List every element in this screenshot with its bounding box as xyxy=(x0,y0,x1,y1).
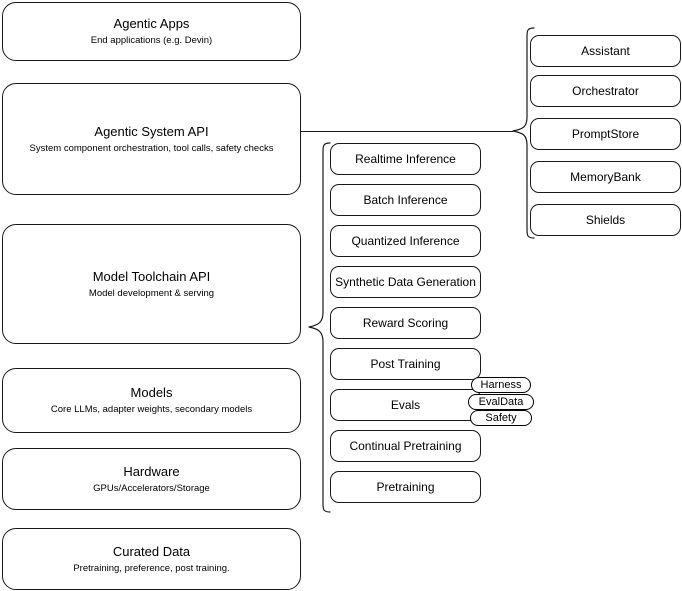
layer-title: Agentic Apps xyxy=(113,16,190,31)
evals-pill-evaldata[interactable]: EvalData xyxy=(468,394,534,410)
component-promptstore[interactable]: PromptStore xyxy=(530,118,681,150)
layer-agentic-apps[interactable]: Agentic Apps End applications (e.g. Devi… xyxy=(2,2,301,61)
capability-synthetic-data-generation[interactable]: Synthetic Data Generation xyxy=(330,266,481,298)
layer-model-toolchain-api[interactable]: Model Toolchain API Model development & … xyxy=(2,224,301,344)
capability-quantized-inference[interactable]: Quantized Inference xyxy=(330,225,481,257)
capability-reward-scoring[interactable]: Reward Scoring xyxy=(330,307,481,339)
component-label: Shields xyxy=(585,212,626,227)
layer-title: Models xyxy=(130,385,173,400)
capability-label: Post Training xyxy=(370,356,441,371)
capability-label: Evals xyxy=(390,397,421,412)
capability-label: Continual Pretraining xyxy=(349,438,462,453)
brace-toolchain-capabilities xyxy=(308,142,331,513)
layer-curated-data[interactable]: Curated Data Pretraining, preference, po… xyxy=(2,528,301,590)
connector-agentic-system-api-to-components xyxy=(301,131,513,132)
capability-continual-pretraining[interactable]: Continual Pretraining xyxy=(330,430,481,462)
layer-subtitle: System component orchestration, tool cal… xyxy=(29,142,274,154)
layer-subtitle: Pretraining, preference, post training. xyxy=(73,562,230,574)
capability-pretraining[interactable]: Pretraining xyxy=(330,471,481,503)
layer-models[interactable]: Models Core LLMs, adapter weights, secon… xyxy=(2,368,301,433)
capability-label: Reward Scoring xyxy=(362,315,449,330)
capability-realtime-inference[interactable]: Realtime Inference xyxy=(330,143,481,175)
component-label: PromptStore xyxy=(571,126,640,141)
evals-pill-harness[interactable]: Harness xyxy=(471,377,531,393)
layer-subtitle: GPUs/Accelerators/Storage xyxy=(93,482,210,494)
capability-batch-inference[interactable]: Batch Inference xyxy=(330,184,481,216)
component-shields[interactable]: Shields xyxy=(530,204,681,236)
layer-subtitle: Model development & serving xyxy=(88,287,215,299)
capability-label: Synthetic Data Generation xyxy=(335,274,476,289)
capability-evals[interactable]: Evals xyxy=(330,389,481,421)
layer-subtitle: Core LLMs, adapter weights, secondary mo… xyxy=(50,404,253,415)
layer-hardware[interactable]: Hardware GPUs/Accelerators/Storage xyxy=(2,448,301,510)
component-memorybank[interactable]: MemoryBank xyxy=(530,161,681,193)
component-label: Orchestrator xyxy=(572,83,639,98)
capability-post-training[interactable]: Post Training xyxy=(330,348,481,380)
component-label: Assistant xyxy=(581,43,630,58)
layer-title: Curated Data xyxy=(112,543,191,559)
layer-title: Agentic System API xyxy=(94,123,209,139)
component-orchestrator[interactable]: Orchestrator xyxy=(530,75,681,107)
capability-label: Realtime Inference xyxy=(355,151,456,166)
layer-title: Model Toolchain API xyxy=(92,268,211,284)
capability-label: Quantized Inference xyxy=(351,233,460,248)
component-assistant[interactable]: Assistant xyxy=(530,35,681,67)
layer-title: Hardware xyxy=(123,463,180,479)
evals-pill-safety[interactable]: Safety xyxy=(470,410,532,426)
capability-label: Pretraining xyxy=(376,479,435,494)
component-label: MemoryBank xyxy=(570,169,641,184)
layer-agentic-system-api[interactable]: Agentic System API System component orch… xyxy=(2,83,301,195)
layer-subtitle: End applications (e.g. Devin) xyxy=(90,35,213,46)
brace-agentic-components xyxy=(512,27,535,239)
capability-label: Batch Inference xyxy=(363,192,448,207)
